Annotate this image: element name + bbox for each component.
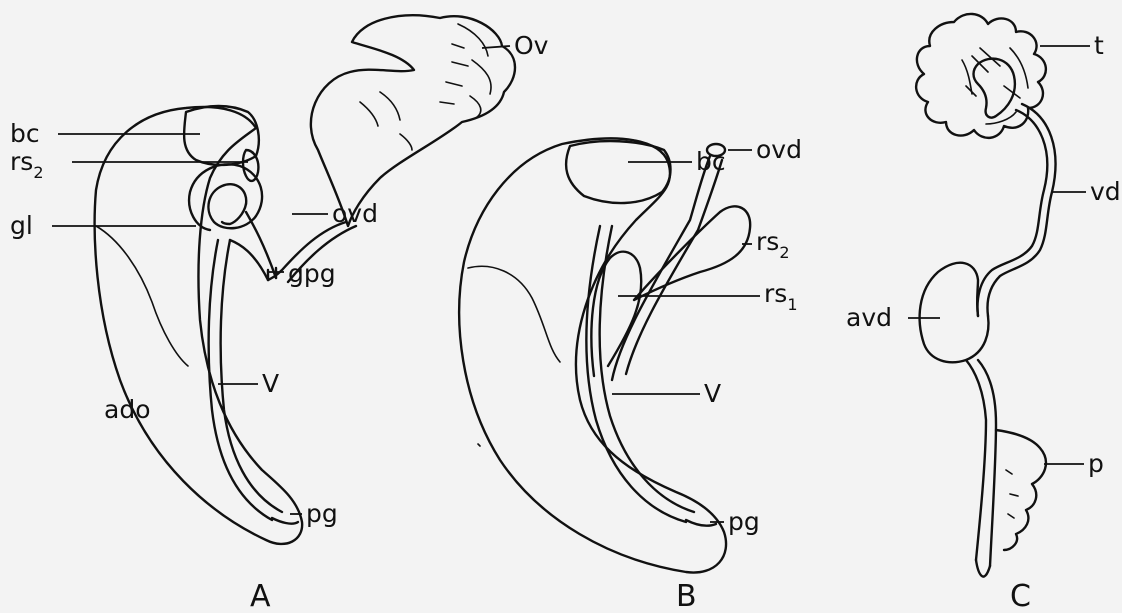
panel-letter-c: C bbox=[1010, 579, 1031, 613]
panel-c-ampulla bbox=[920, 263, 989, 363]
panel-c-labels: t vd avd p C bbox=[846, 31, 1121, 613]
panel-letter-b: B bbox=[676, 579, 697, 613]
label-rs2-a: rs2 bbox=[10, 147, 44, 182]
label-vd: vd bbox=[1090, 177, 1121, 206]
panel-a-labels: Ov bc rs2 gl ovd gpg ado V pg A bbox=[10, 31, 549, 613]
label-t: t bbox=[1094, 31, 1104, 60]
label-ovd-b: ovd bbox=[756, 135, 802, 164]
label-gl: gl bbox=[10, 211, 33, 240]
panel-b-drawing bbox=[459, 138, 750, 572]
label-ov: Ov bbox=[514, 31, 549, 60]
label-v-a: V bbox=[262, 369, 279, 398]
label-pg-b: pg bbox=[728, 507, 760, 536]
panel-letter-a: A bbox=[250, 579, 271, 613]
label-ado: ado bbox=[104, 395, 150, 424]
label-v-b: V bbox=[704, 379, 721, 408]
panel-a-body bbox=[95, 107, 303, 544]
panel-c-vasdeferens bbox=[978, 110, 1048, 316]
panel-c-penis bbox=[996, 430, 1046, 550]
panel-a-leaders bbox=[52, 46, 510, 514]
label-bc-a: bc bbox=[10, 119, 40, 148]
label-ovd-a: ovd bbox=[332, 199, 378, 228]
label-gpg: gpg bbox=[288, 259, 336, 288]
label-pg-a: pg bbox=[306, 499, 338, 528]
label-rs1-b: rs1 bbox=[764, 279, 798, 314]
panel-c-leaders bbox=[908, 46, 1090, 464]
label-p: p bbox=[1088, 449, 1104, 478]
label-bc-b: bc bbox=[696, 147, 726, 176]
panel-c-drawing bbox=[916, 14, 1055, 577]
label-rs2-b: rs2 bbox=[756, 227, 790, 262]
label-avd: avd bbox=[846, 303, 892, 332]
panel-b-bursa bbox=[566, 141, 670, 203]
